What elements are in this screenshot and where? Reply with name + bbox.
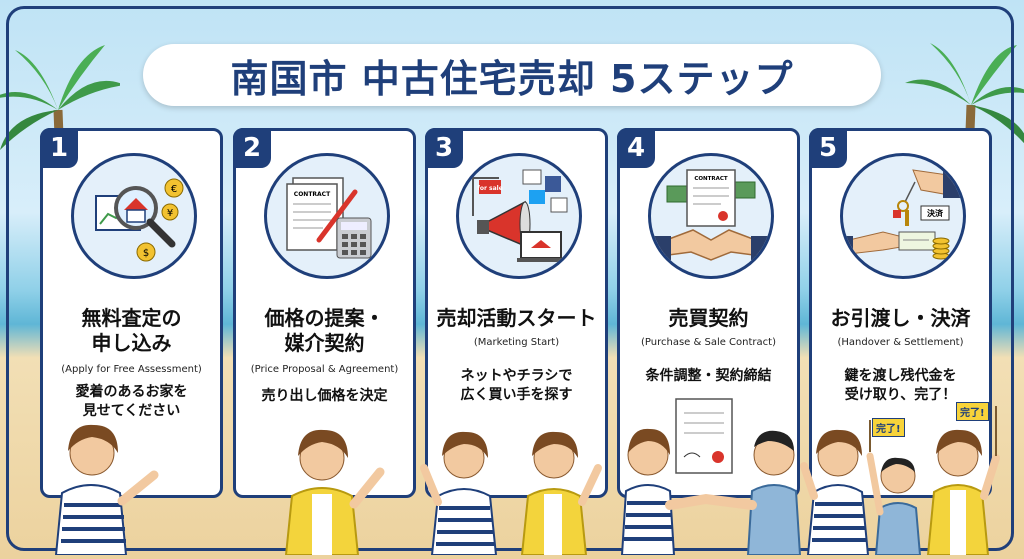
- woman-yellow-cardigan-icon: [284, 429, 385, 555]
- step-desc-line: ネットやチラシで: [460, 368, 573, 384]
- complete-flag-left: 完了!: [872, 418, 905, 437]
- step-number: 2: [233, 128, 271, 168]
- step-title-line: 媒介契約: [284, 331, 365, 355]
- for-sale-sign: for sale: [477, 185, 503, 192]
- step-title: 無料査定の 申し込み: [43, 306, 220, 356]
- step-title-line: 売買契約: [668, 306, 749, 330]
- contract-label: CONTRACT: [694, 176, 728, 182]
- step-desc-line: 条件調整・契約締結: [645, 368, 772, 384]
- step-description: ネットやチラシで 広く買い手を探す: [428, 367, 605, 405]
- step-card-1: 1 € ¥ $ 無料査定の 申し込み (Apply for Free Asses…: [40, 128, 223, 498]
- page-title: 南国市 中古住宅売却 5ステップ: [230, 56, 794, 101]
- key-handover-icon: 決済: [840, 153, 966, 279]
- step-desc-line: 見せてください: [82, 403, 181, 419]
- step-subtitle: (Handover & Settlement): [837, 337, 964, 348]
- step-desc-line: 受け取り、完了！: [844, 387, 957, 403]
- step-subtitle: (Marketing Start): [473, 337, 560, 348]
- handshake-icon: CONTRACT: [648, 153, 774, 279]
- step-description: 鍵を渡し残代金を 受け取り、完了！: [812, 367, 989, 405]
- step-desc-line: 広く買い手を探す: [460, 387, 573, 403]
- yen-badge: ¥: [167, 208, 173, 219]
- step-desc-line: 鍵を渡し残代金を: [844, 368, 957, 384]
- step-title-line: 申し込み: [91, 331, 172, 355]
- settlement-tag: 決済: [927, 208, 944, 218]
- title-banner: 南国市 中古住宅売却 5ステップ: [143, 44, 881, 106]
- step-description: 愛着のあるお家を 見せてください: [43, 383, 220, 421]
- magnifier-house-icon: € ¥ $: [71, 153, 197, 279]
- woman-presenting-icon: [54, 424, 159, 555]
- step-description: 売り出し価格を決定: [236, 387, 413, 406]
- euro-badge: €: [171, 184, 177, 195]
- step-title-line: 価格の提案・: [264, 306, 385, 330]
- step-title: お引渡し・決済: [812, 306, 989, 331]
- step-title-line: 無料査定の: [81, 306, 182, 330]
- step-subtitle: (Apply for Free Assessment): [61, 364, 202, 375]
- step-title: 売買契約: [620, 306, 797, 331]
- step-desc-line: 愛着のあるお家を: [75, 384, 188, 400]
- step-title: 価格の提案・ 媒介契約: [236, 306, 413, 356]
- step-subtitle: (Price Proposal & Agreement): [250, 364, 399, 375]
- step-desc-line: 売り出し価格を決定: [261, 388, 388, 404]
- step-number: 4: [617, 128, 655, 168]
- complete-flag-right: 完了!: [956, 402, 989, 421]
- step-number: 5: [809, 128, 847, 168]
- step-number: 1: [40, 128, 78, 168]
- step-number: 3: [425, 128, 463, 168]
- family-celebrating-icon: [800, 406, 1000, 555]
- step-title-line: お引渡し・決済: [830, 306, 971, 330]
- step-subtitle: (Purchase & Sale Contract): [641, 337, 776, 348]
- page-border: [6, 6, 1014, 551]
- step-title: 売却活動スタート: [428, 306, 605, 331]
- contract-calculator-icon: CONTRACT: [264, 153, 390, 279]
- dollar-badge: $: [143, 248, 149, 259]
- contract-label: CONTRACT: [294, 191, 331, 198]
- step-description: 条件調整・契約締結: [620, 367, 797, 386]
- megaphone-icon: for sale: [456, 153, 582, 279]
- step-title-line: 売却活動スタート: [436, 306, 597, 330]
- two-women-pointing-icon: [420, 431, 602, 555]
- people-handshake-icon: [620, 398, 802, 555]
